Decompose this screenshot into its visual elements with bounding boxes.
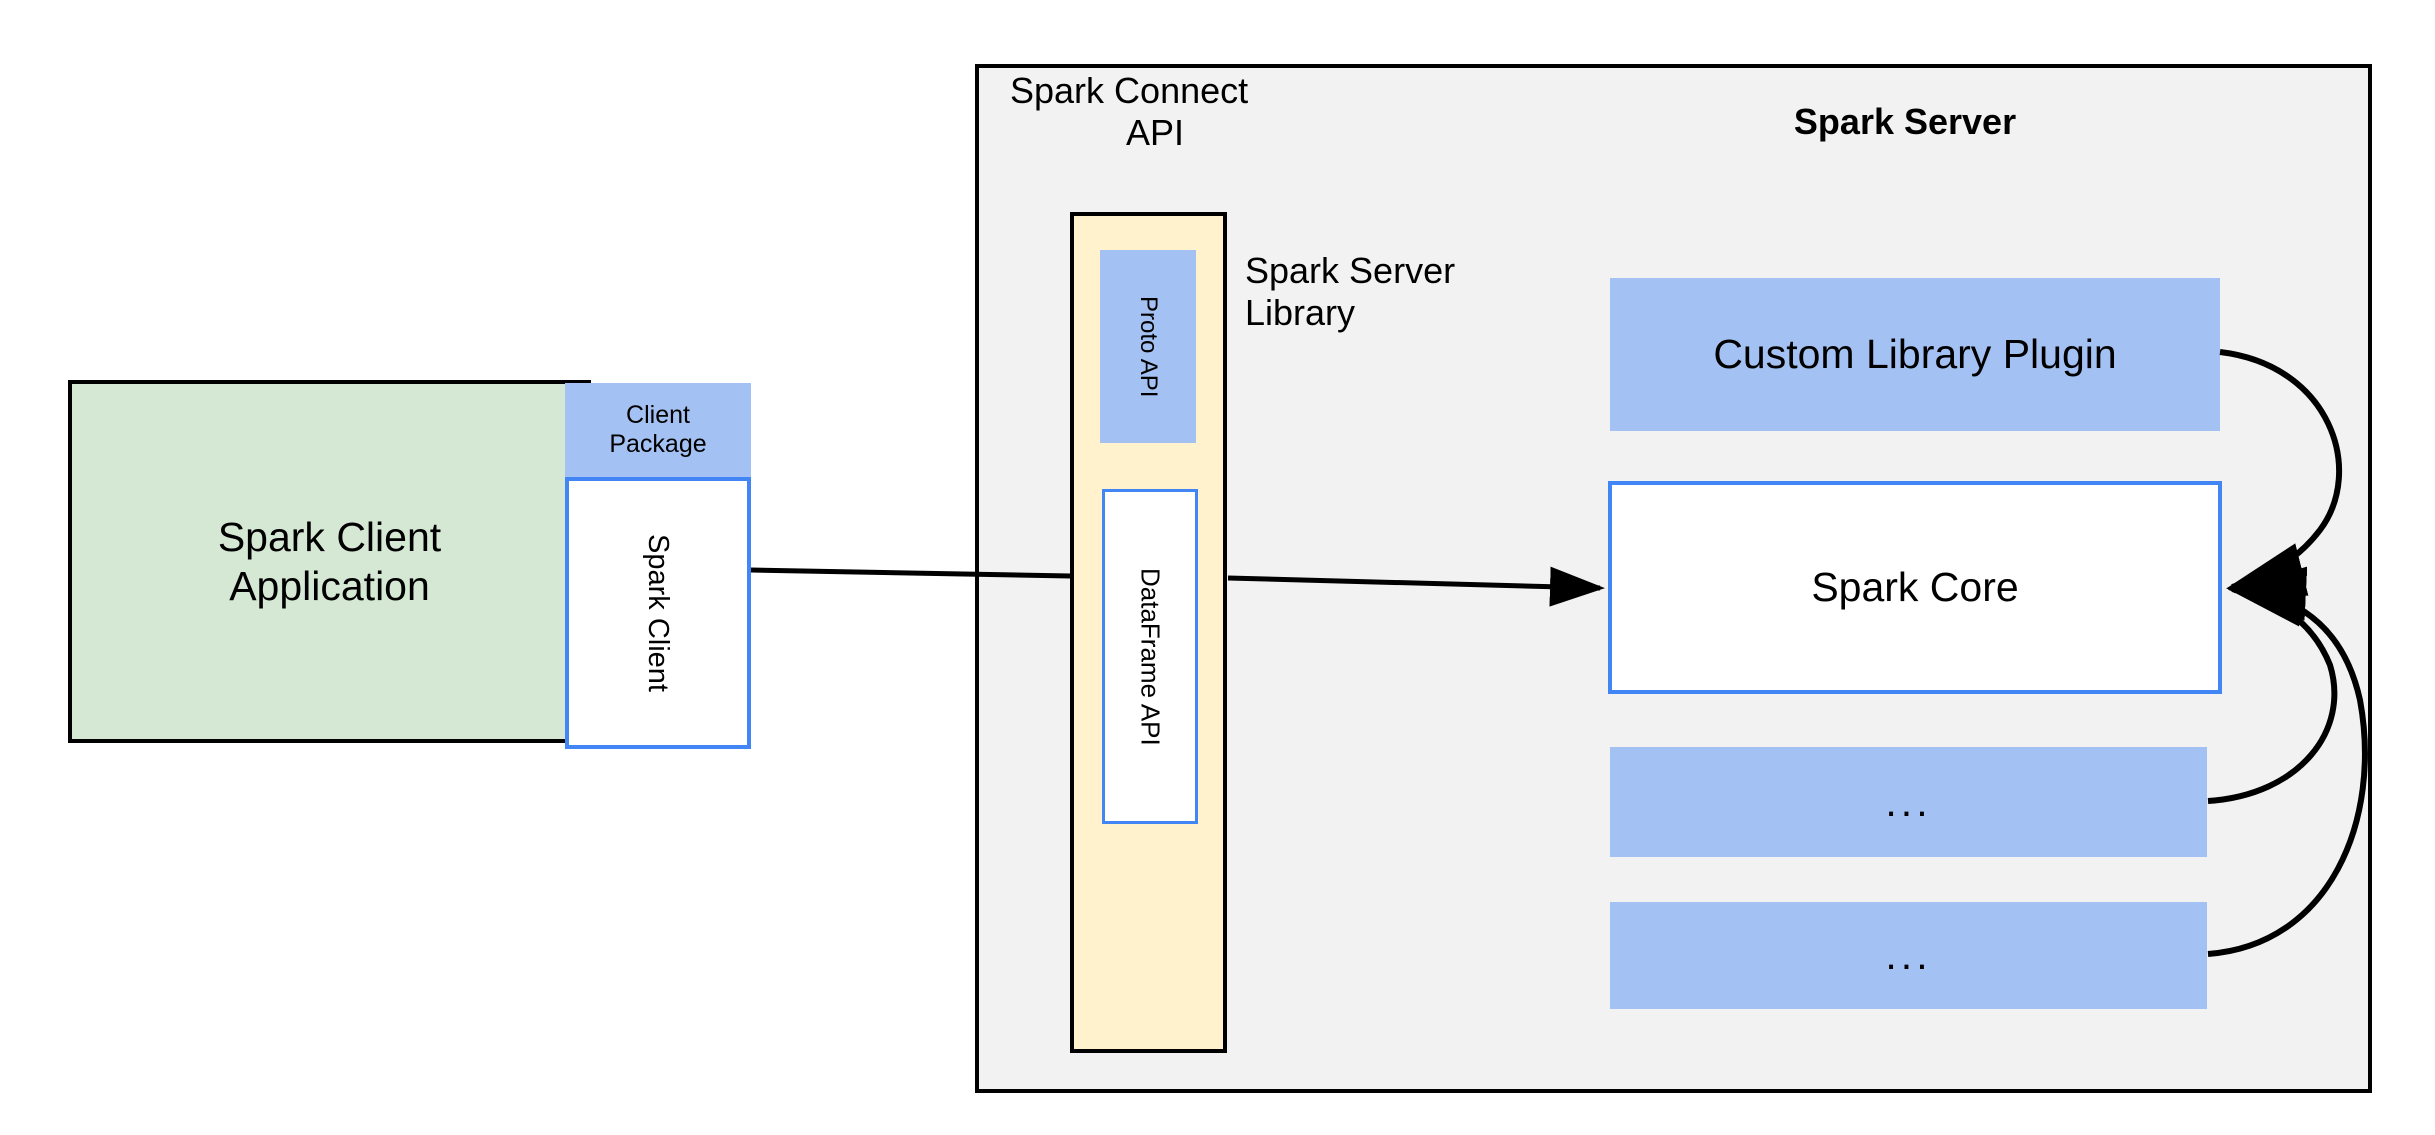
dataframe-api-label: DataFrame API bbox=[1135, 567, 1166, 746]
spark-connect-api-label: Spark Connect API bbox=[1010, 70, 1300, 160]
spark-connect-api-line1: Spark Connect bbox=[1010, 70, 1249, 111]
spark-server-title: Spark Server bbox=[1793, 100, 2017, 142]
spark-server-library-line2: Library bbox=[1245, 292, 1356, 334]
spark-server-library-line1: Spark Server bbox=[1245, 250, 1456, 291]
client-app-label-line1: Spark Client bbox=[217, 514, 442, 561]
spark-client-application-box: Spark Client Application bbox=[68, 380, 591, 743]
client-package-label-line2: Package bbox=[609, 430, 707, 458]
placeholder-component-box-2: ... bbox=[1610, 902, 2207, 1009]
spark-server-library-label: Spark Server Library bbox=[1245, 250, 1535, 342]
proto-api-box: Proto API bbox=[1100, 250, 1196, 443]
spark-client-box: Spark Client bbox=[565, 477, 751, 749]
client-app-label-line2: Application bbox=[229, 562, 430, 609]
spark-connect-api-line2: API bbox=[1125, 112, 1185, 154]
client-package-label-line1: Client bbox=[626, 400, 690, 429]
spark-client-label: Spark Client bbox=[642, 534, 675, 692]
proto-api-label: Proto API bbox=[1135, 295, 1163, 398]
spark-core-box: Spark Core bbox=[1608, 481, 2222, 694]
custom-library-plugin-box: Custom Library Plugin bbox=[1610, 278, 2220, 431]
client-package-box: Client Package bbox=[565, 383, 751, 477]
dataframe-api-box: DataFrame API bbox=[1102, 489, 1198, 824]
placeholder-component-box-1: ... bbox=[1610, 747, 2207, 857]
